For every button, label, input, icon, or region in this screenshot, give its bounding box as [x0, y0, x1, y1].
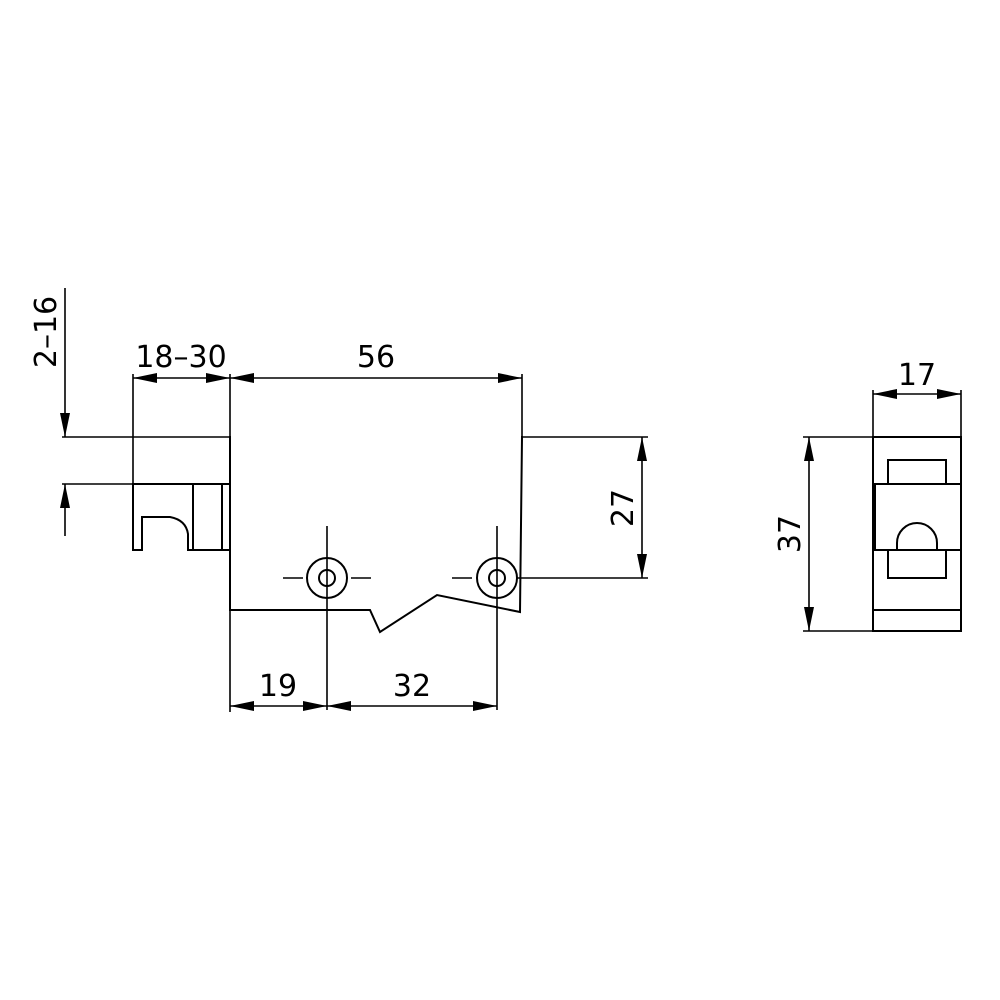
latch-body-front-view [229, 435, 524, 634]
dimension-first-hole: 19 [229, 610, 327, 712]
mounting-hole-left [283, 526, 371, 710]
latch-side-view [872, 436, 962, 632]
dimension-side-width: 17 [872, 358, 962, 437]
dimension-side-height: 37 [773, 436, 873, 632]
keeper-front-view [132, 483, 231, 551]
dimension-latch-gap: 2–16 [29, 288, 230, 536]
dimension-keeper-offset: 18–30 [132, 340, 231, 484]
dim-latch-gap-label: 2–16 [29, 296, 64, 368]
mounting-hole-right [452, 526, 518, 710]
dim-first-hole-label: 19 [259, 669, 297, 704]
dim-body-length-label: 56 [357, 340, 395, 375]
dim-hole-height-label: 27 [606, 489, 641, 527]
dim-side-height-label: 37 [773, 515, 808, 553]
dim-keeper-offset-label: 18–30 [135, 340, 226, 375]
dimension-body-length: 56 [230, 340, 523, 437]
dim-hole-spacing-label: 32 [393, 669, 431, 704]
dimension-hole-spacing: 32 [327, 669, 497, 711]
dim-side-width-label: 17 [898, 358, 936, 393]
dimension-hole-height: 27 [517, 436, 648, 579]
